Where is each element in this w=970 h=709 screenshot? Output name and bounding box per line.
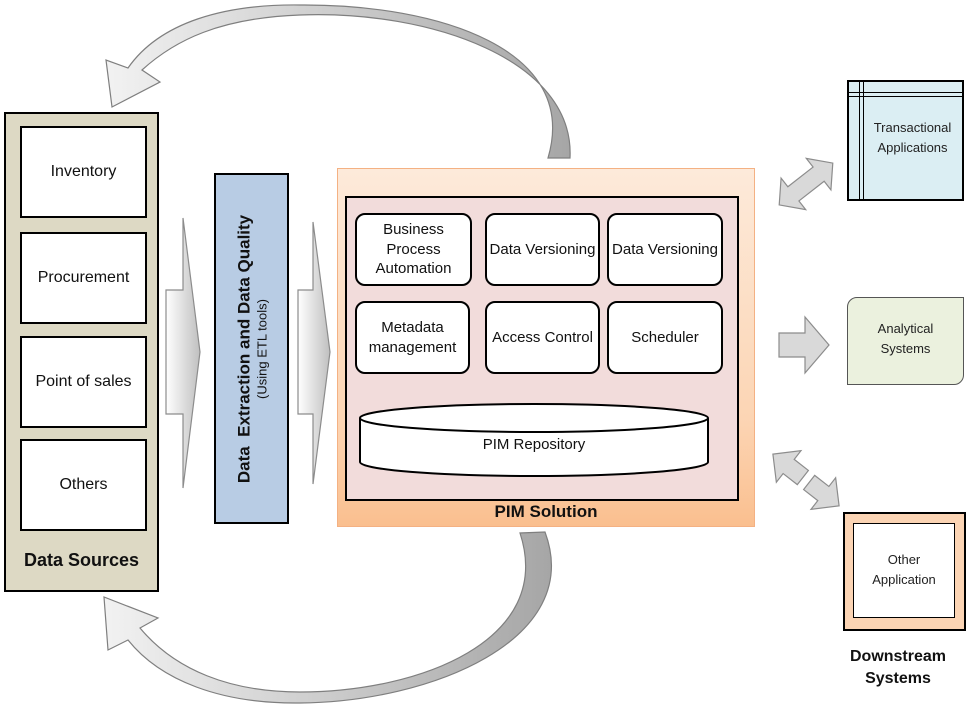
source-others: Others bbox=[20, 439, 147, 531]
etl-label: Data Extraction and Data Quality (Using … bbox=[233, 179, 271, 519]
pim-solution-title: PIM Solution bbox=[494, 502, 598, 521]
tx-side-line-2 bbox=[863, 82, 864, 199]
downstream-systems-title: Downstream Systems bbox=[849, 648, 947, 688]
module-scheduler: Scheduler bbox=[607, 301, 723, 374]
etl-to-pim-arrow bbox=[297, 221, 331, 485]
etl-subtitle: (Using ETL tools) bbox=[254, 298, 269, 399]
transactional-double-arrow bbox=[778, 157, 834, 211]
pim-solution-inner: Business Process Automation Data Version… bbox=[345, 196, 739, 501]
other-application-label: Other Application bbox=[872, 552, 936, 587]
module-access-control: Access Control bbox=[485, 301, 600, 374]
source-inventory: Inventory bbox=[20, 126, 147, 218]
data-sources-title: Data Sources bbox=[23, 550, 140, 570]
tx-side-line bbox=[859, 82, 860, 199]
module-data-versioning-2: Data Versioning bbox=[607, 213, 723, 286]
transactional-applications-label: Transactional Applications bbox=[873, 120, 952, 155]
source-procurement: Procurement bbox=[20, 232, 147, 324]
module-data-versioning-1: Data Versioning bbox=[485, 213, 600, 286]
sources-to-etl-arrow bbox=[165, 217, 201, 489]
pim-repository-label: PIM Repository bbox=[482, 436, 586, 453]
bottom-curved-arrow bbox=[103, 531, 552, 704]
other-application-box: Other Application bbox=[853, 523, 955, 618]
module-business-process-automation: Business Process Automation bbox=[355, 213, 472, 286]
transactional-applications-box: Transactional Applications bbox=[847, 80, 964, 201]
data-sources-panel: Inventory Procurement Point of sales Oth… bbox=[4, 112, 159, 592]
module-metadata-management: Metadata management bbox=[355, 301, 470, 374]
top-curved-arrow bbox=[105, 4, 571, 159]
analytical-systems-label: Analytical Systems bbox=[877, 321, 934, 356]
analytical-arrow bbox=[778, 315, 830, 375]
etl-title: Data Extraction and Data Quality bbox=[233, 214, 253, 483]
source-point-of-sales: Point of sales bbox=[20, 336, 147, 428]
other-application-double-arrow bbox=[772, 449, 840, 511]
tx-header-line-2 bbox=[849, 96, 962, 97]
tx-header-line bbox=[849, 92, 962, 93]
analytical-systems-box: Analytical Systems bbox=[847, 297, 964, 385]
etl-box: Data Extraction and Data Quality (Using … bbox=[214, 173, 289, 524]
